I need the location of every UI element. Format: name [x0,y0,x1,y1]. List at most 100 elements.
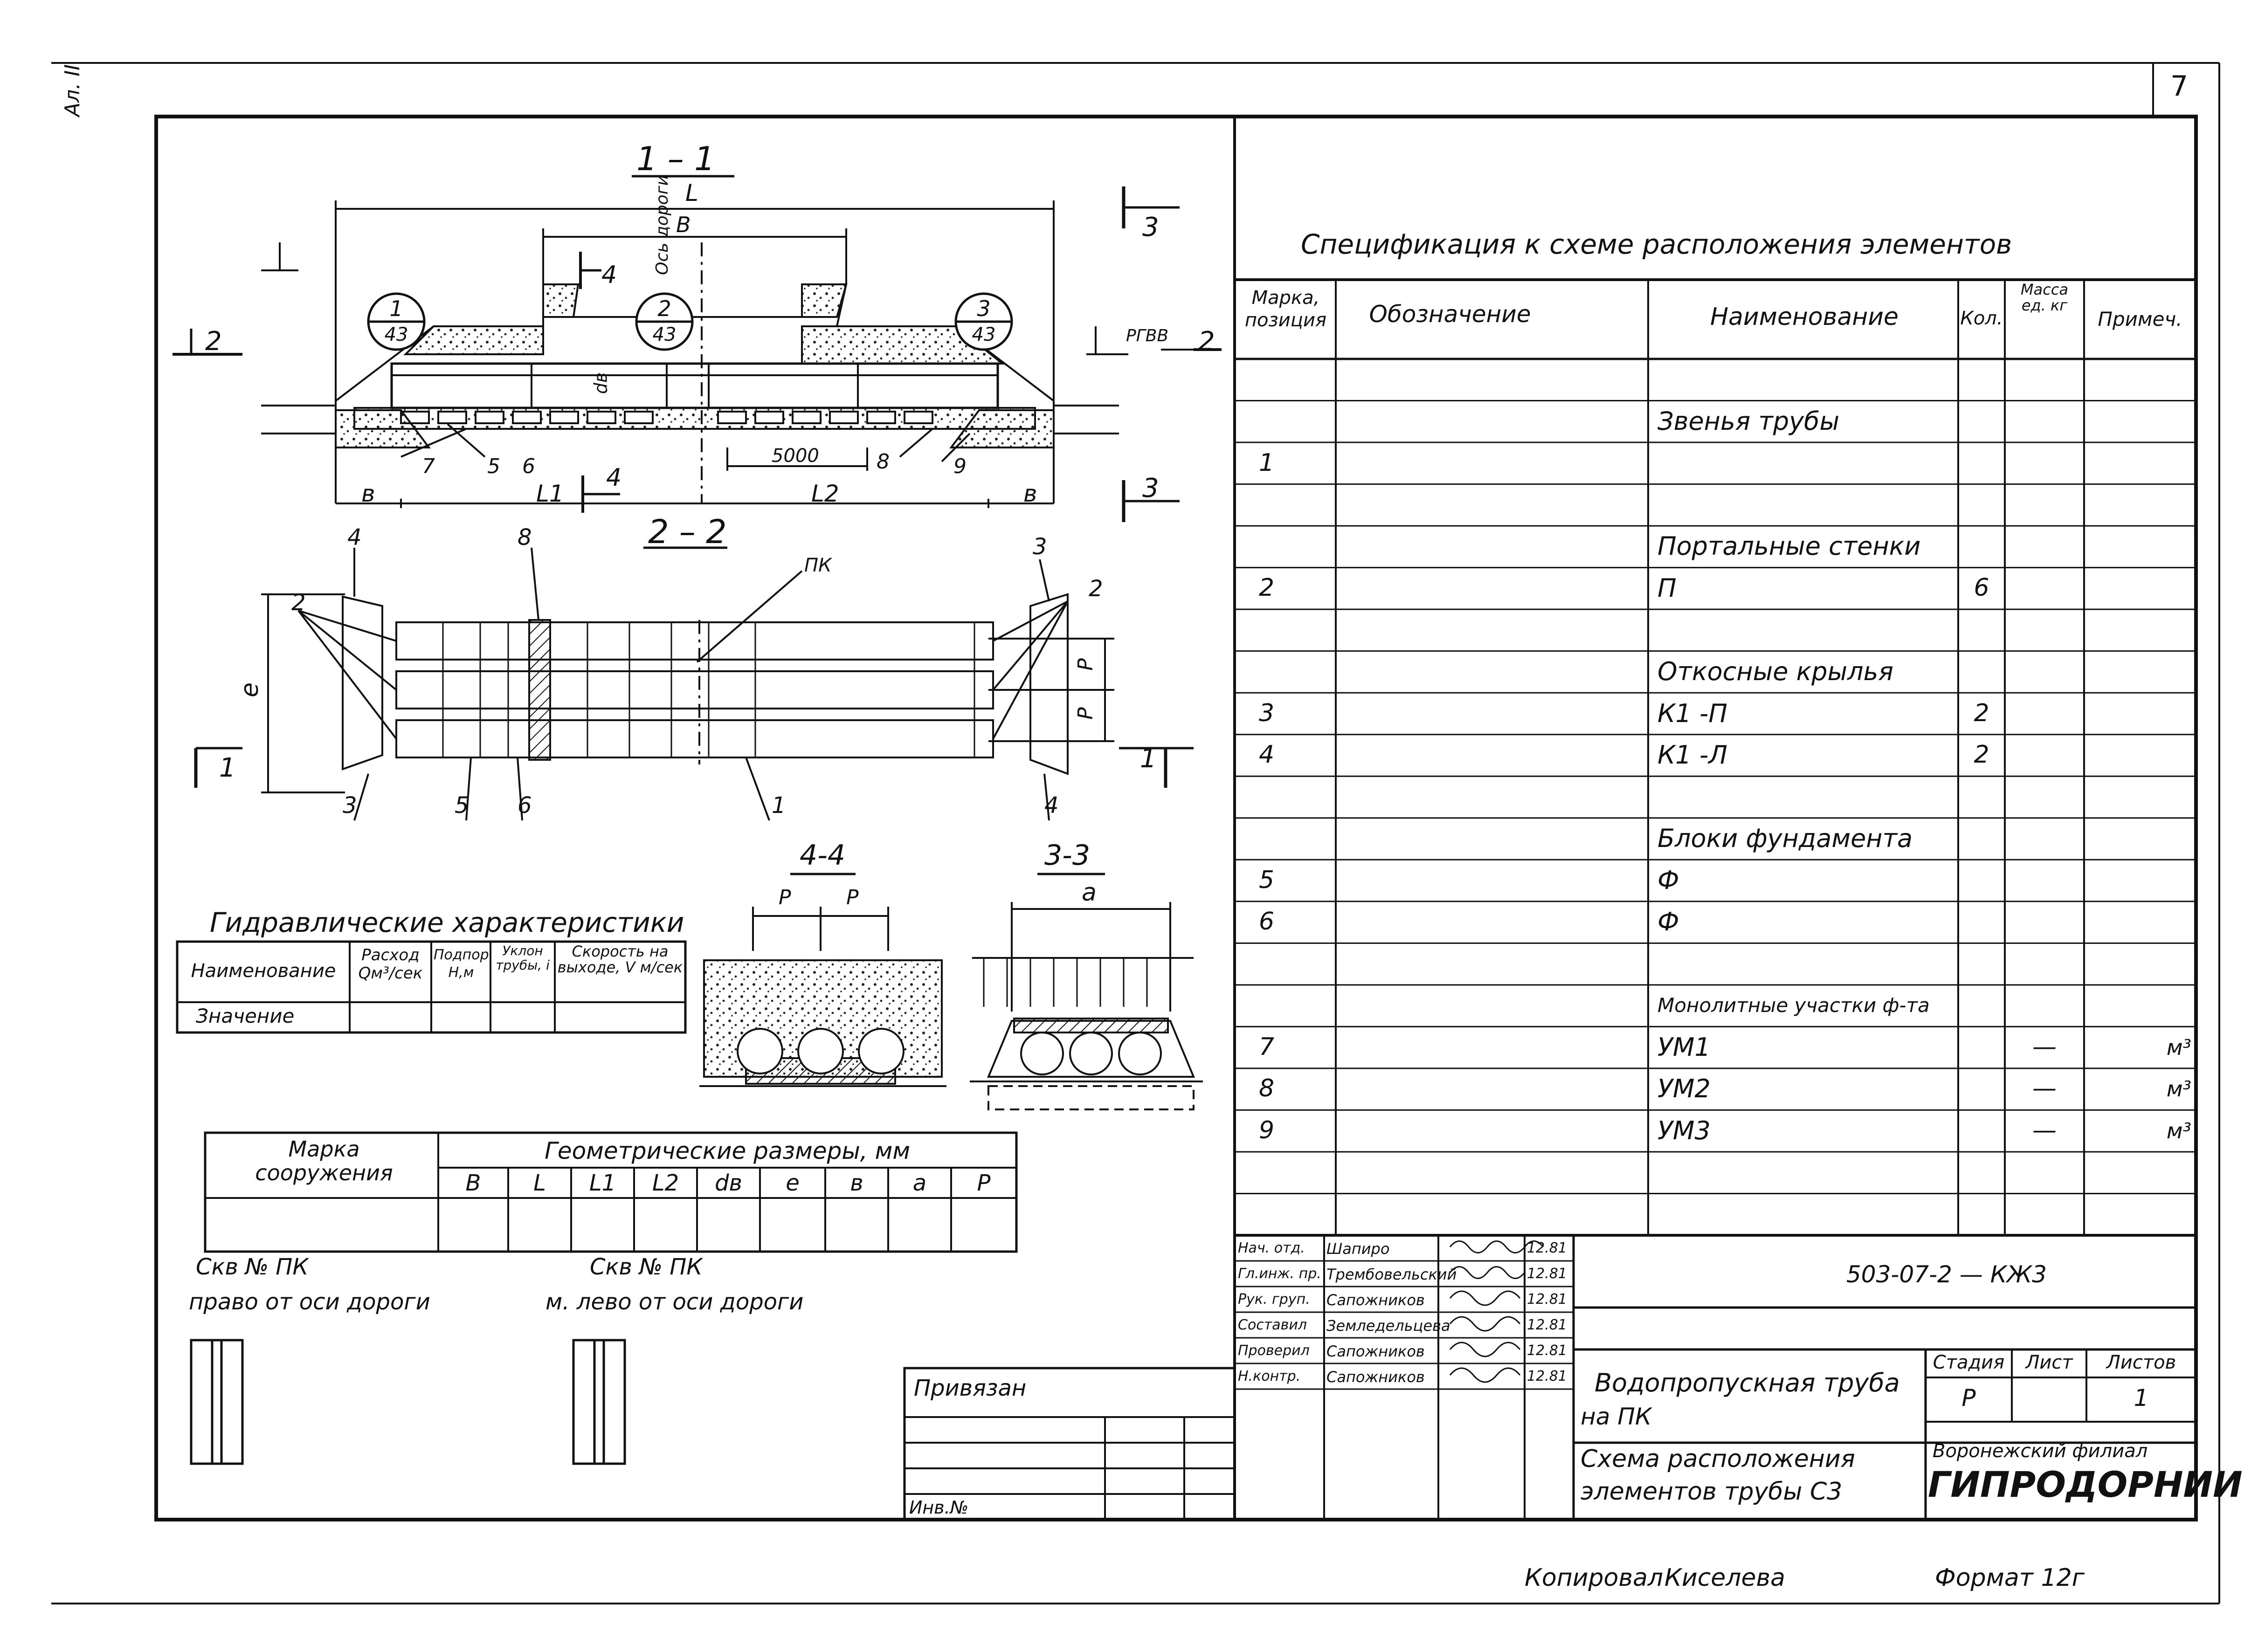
dim-e: е [236,682,264,697]
section-label-1-1: 1 – 1 [636,140,715,178]
format-label: Формат 12г [1935,1564,2085,1592]
title-block-grid [1323,1235,2196,1520]
geometry-column-header: L2 [652,1170,679,1196]
callout-3-bottom: 43 [972,324,996,345]
sheets-header: Листов [2106,1352,2176,1373]
callout-1-bottom: 43 [384,324,408,345]
spec-table-grid [1235,278,2196,1237]
pos-6-plan: 6 [518,792,532,819]
cut-mark-4-top: 4 [601,261,617,289]
signature-date: 12.81 [1527,1266,1567,1282]
sheets-value: 1 [2134,1384,2149,1411]
signature-scribbles [1449,1240,1544,1383]
geometry-column-header: в [850,1170,863,1196]
object-line-2: на ПК [1581,1403,1652,1430]
side-note: Ал. II [61,64,84,117]
station-note-left-2: м. лево от оси дороги [546,1289,804,1315]
dim-P-1: Р [1073,658,1098,671]
spec-cell-mark: 2 [1259,574,1275,602]
hydraulics-table-grid [176,940,687,1034]
section-label-4-4: 4-4 [800,839,845,872]
section-1-1 [173,175,1222,549]
dim-5000: 5000 [772,445,819,467]
pos-5-section: 5 [487,454,500,478]
hydraulics-row-label: Значение [196,1005,295,1027]
spec-cell-mark: 1 [1259,448,1275,477]
signature-date: 12.81 [1527,1368,1567,1384]
inventory-label: Инв.№ [909,1497,969,1518]
hydraulics-title: Гидравлические характеристики [210,907,684,938]
pos-2-plan-right: 2 [1089,576,1103,602]
signature-role: Составил [1238,1317,1307,1333]
dim-a: а [1082,879,1097,907]
stage-header: Стадия [1933,1352,2005,1373]
spec-cell-note: м³ [2166,1034,2191,1060]
pos-2-plan-left: 2 [291,590,306,616]
pos-4-plan-bottom: 4 [1044,792,1059,819]
cut-mark-4-bottom: 4 [606,464,622,492]
signature-name: Шапиро [1326,1240,1390,1258]
section-2-2-plan [194,547,1194,821]
station-plates [190,1339,626,1465]
dim-L1: L1 [536,480,564,507]
dim-b-right: в [1023,480,1037,507]
dim-P-2: Р [1073,707,1098,720]
spec-cell-mark: 6 [1259,908,1275,936]
road-axis-label: Ось дороги [653,175,672,275]
signature-date: 12.81 [1527,1240,1567,1256]
spec-cell-name: Откосные крылья [1657,657,1893,687]
spec-cell-name: Портальные стенки [1657,531,1921,561]
callout-2-bottom: 43 [652,324,677,345]
callout-circles [367,292,1013,351]
signature-role: Нач. отд. [1238,1240,1305,1256]
section-4-4 [699,873,946,1087]
dim-L2: L2 [811,480,839,507]
station-note-left-1: Скв № ПК [590,1254,703,1280]
cut-mark-1-left: 1 [219,753,236,783]
spec-cell-name: Ф [1657,865,1679,895]
signature-date: 12.81 [1527,1317,1567,1333]
spec-row-lines [1235,400,2196,1194]
section-label-2-2: 2 – 2 [648,513,727,551]
spec-cell-mass: — [2032,1074,2057,1103]
sheet-line-2: элементов трубы С3 [1581,1478,1843,1506]
sheet-number: 7 [2170,70,2189,103]
spec-cell-mark: 3 [1259,699,1275,727]
pos-3-plan-top: 3 [1033,534,1047,560]
spec-cell-qty: 2 [1974,699,1989,727]
pos-5-plan: 5 [455,792,469,819]
signature-date: 12.81 [1527,1291,1567,1308]
spec-cell-name: УМ3 [1657,1115,1711,1145]
signature-name: Сапожников [1326,1291,1425,1309]
dim-P-44a: Р [779,886,791,909]
sheet-line-1: Схема расположения [1581,1445,1855,1473]
signature-role: Проверил [1238,1342,1310,1359]
pos-3-plan-bottom: 3 [343,792,357,819]
geometry-column-header: а [912,1170,927,1196]
geometry-column-header: Р [977,1170,991,1196]
org-line-1: Воронежский филиал [1933,1440,2148,1462]
pos-1-plan: 1 [772,792,786,819]
station-note-right-1: Скв № ПК [196,1254,309,1280]
signature-role: Рук. груп. [1238,1291,1310,1308]
spec-cell-name: К1 -Л [1657,740,1727,770]
dim-d: dв [590,372,611,394]
spec-cell-qty: 2 [1974,741,1989,769]
pos-4-plan-top: 4 [347,524,362,551]
spec-cell-name: Ф [1657,907,1679,937]
object-line-1: Водопропускная труба [1595,1368,1900,1397]
spec-cell-mass: — [2032,1032,2057,1061]
spec-header-mass: Масса ед. кг [2020,281,2068,314]
hydraulics-header-speed: Скорость на выходе, V м/сек [557,943,683,976]
water-level-label: РГВВ [1126,326,1169,345]
callout-2-top: 2 [657,296,671,321]
signature-name: Сапожников [1326,1368,1425,1386]
signature-date: 12.81 [1527,1342,1567,1359]
spec-cell-name: УМ2 [1657,1074,1711,1104]
geometry-mark-header: Марка сооружения [255,1136,393,1185]
org-line-2: ГИПРОДОРНИИ [1928,1464,2243,1505]
spec-cell-name: УМ1 [1657,1032,1711,1062]
spec-cell-name: Монолитные участки ф-та [1657,994,1930,1017]
spec-cell-note: м³ [2166,1076,2191,1102]
dim-L: L [685,179,698,206]
